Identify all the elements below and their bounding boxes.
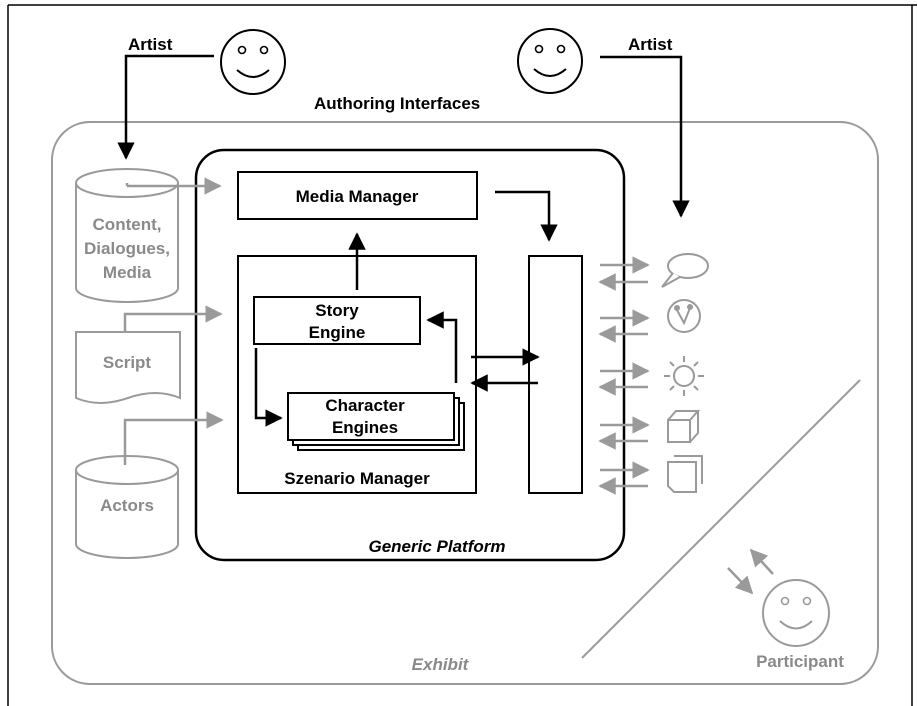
document-icon	[667, 455, 703, 493]
story-to-character-arrow	[254, 348, 283, 427]
content-to-media-arrow	[125, 183, 220, 186]
character-engines-label-line2: Engines	[332, 418, 398, 437]
output-bus-box	[528, 255, 583, 494]
participant-smiley-icon	[762, 579, 830, 647]
script-document-icon	[75, 331, 181, 404]
participant-in-arrow	[727, 567, 754, 595]
artist-right-smiley-icon	[517, 28, 583, 94]
speech-bubble-icon	[661, 253, 709, 288]
artist-left-label: Artist	[128, 35, 173, 54]
participant-out-arrow	[749, 548, 774, 575]
generic-platform-box	[194, 148, 626, 562]
story-engine-box	[253, 296, 421, 345]
media-manager-box	[237, 171, 478, 220]
content-label-line3: Media	[103, 263, 152, 282]
content-database-icon	[75, 168, 179, 303]
exhibit-box	[51, 121, 879, 685]
artist-right-arrow	[600, 55, 690, 218]
story-engine-label-line2: Engine	[309, 323, 366, 342]
script-to-platform-arrow	[123, 305, 223, 332]
scenario-manager-box	[237, 255, 477, 494]
participant-label: Participant	[756, 652, 844, 671]
media-manager-label: Media Manager	[296, 187, 419, 206]
actors-label: Actors	[100, 496, 154, 515]
scenario-manager-label: Szenario Manager	[284, 469, 430, 488]
character-to-story-arrow	[426, 311, 458, 383]
exhibit-label: Exhibit	[412, 655, 470, 674]
artist-right-label: Artist	[628, 35, 673, 54]
character-engines-stack	[287, 392, 465, 451]
face-icon	[667, 299, 701, 333]
frame	[7, 4, 917, 706]
artist-left-arrow	[117, 54, 214, 160]
output-arrows	[598, 256, 650, 495]
character-engines-label-line1: Character	[325, 396, 405, 415]
generic-platform-label: Generic Platform	[369, 537, 506, 556]
media-to-output-arrow	[495, 190, 558, 242]
actors-database-icon	[75, 455, 179, 559]
cube-icon	[667, 410, 701, 443]
exhibit-boundary-line	[581, 379, 861, 659]
light-icon	[664, 356, 704, 396]
artist-left-smiley-icon	[220, 29, 286, 95]
content-label-line2: Dialogues,	[84, 239, 170, 258]
script-label: Script	[103, 353, 152, 372]
story-engine-label-line1: Story	[315, 301, 359, 320]
authoring-interfaces-label: Authoring Interfaces	[314, 94, 480, 113]
actors-to-platform-arrow	[123, 411, 224, 465]
content-label-line1: Content,	[93, 215, 162, 234]
